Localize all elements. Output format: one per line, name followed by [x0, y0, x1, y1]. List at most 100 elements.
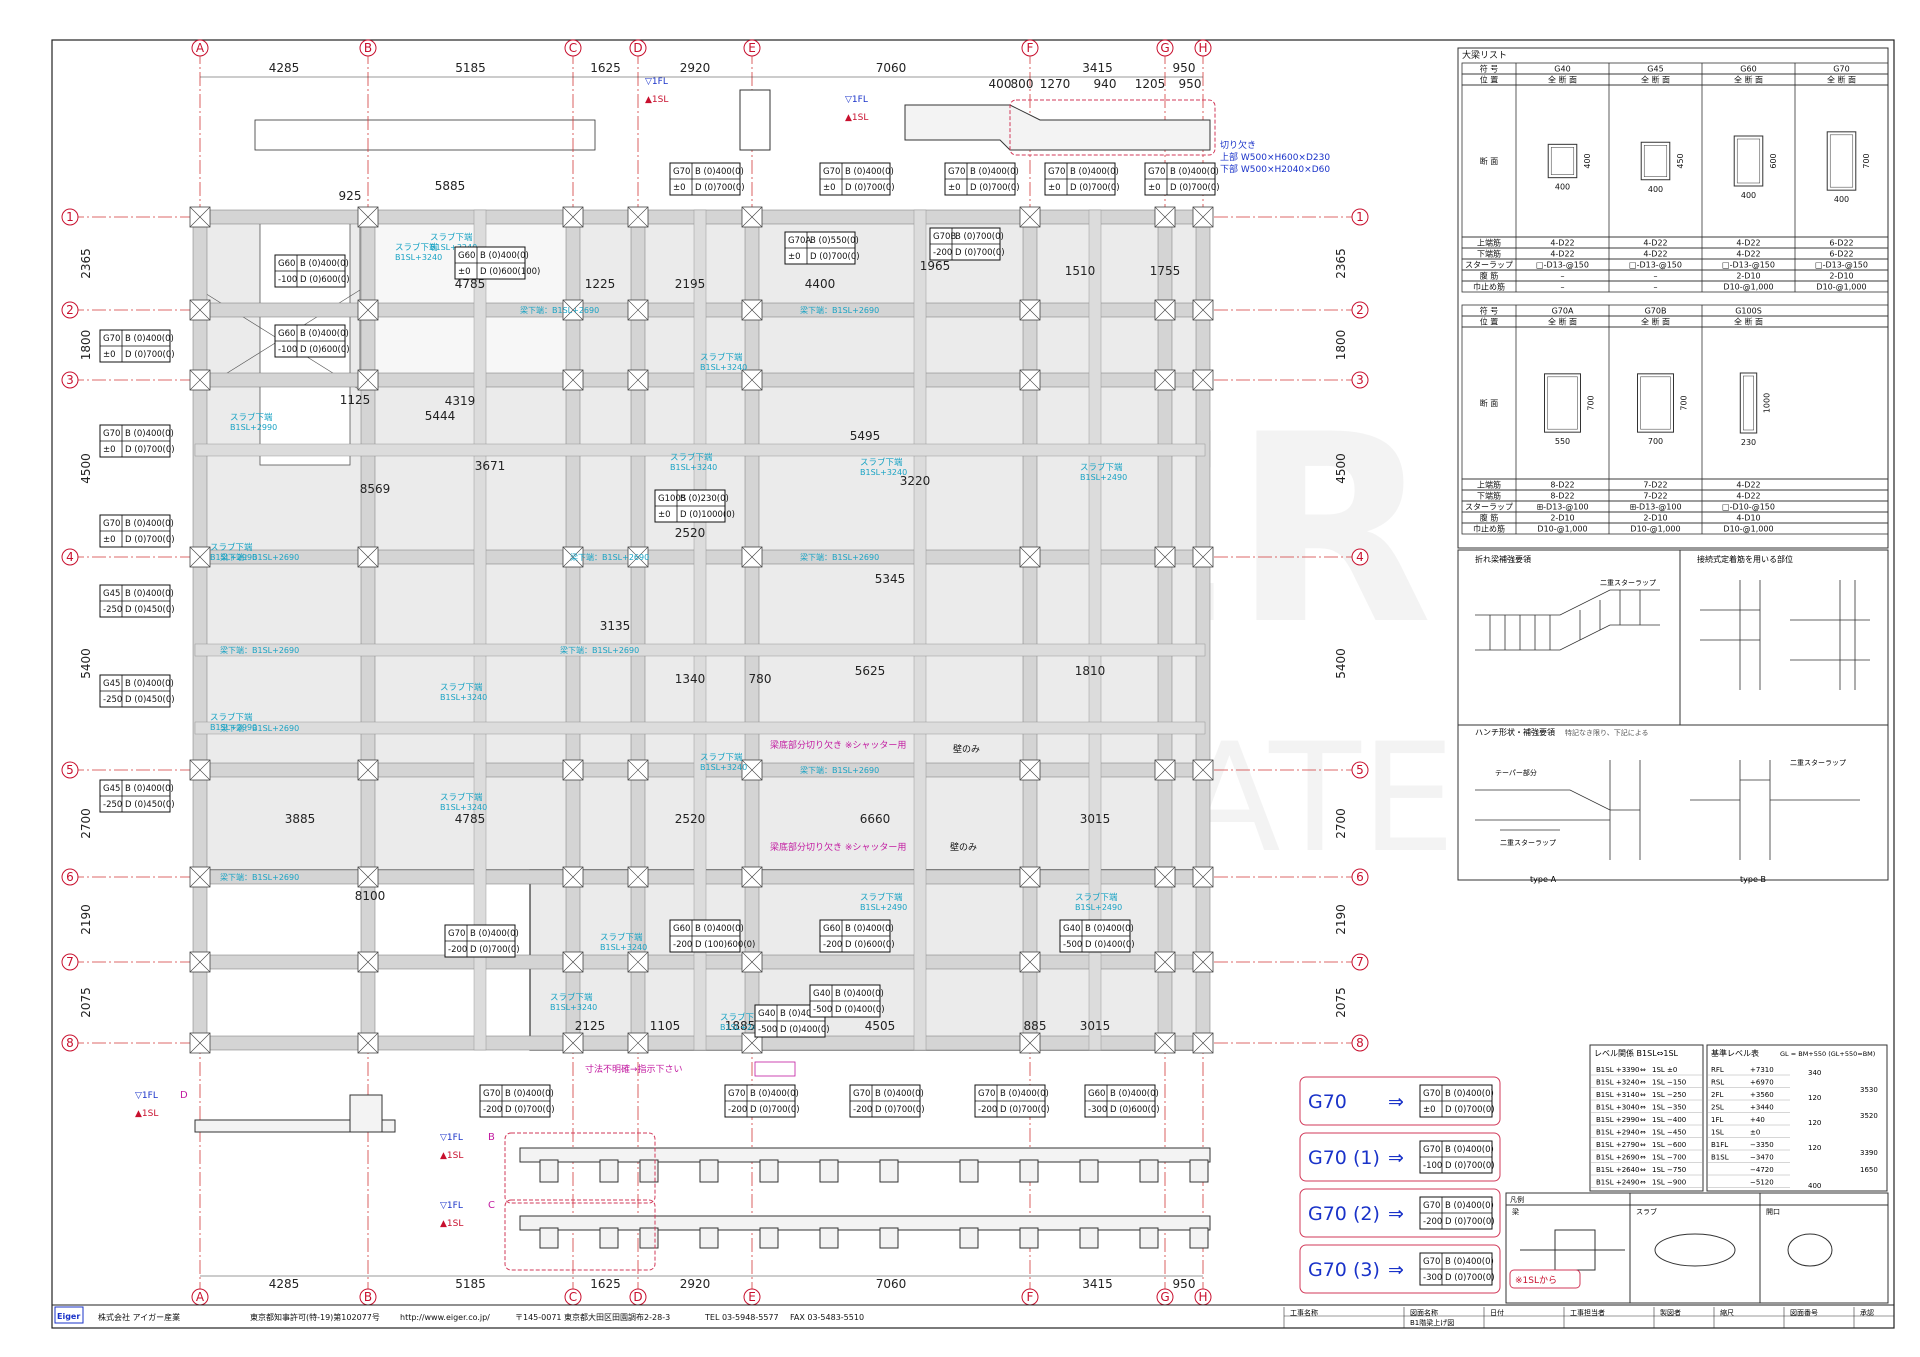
beam-section-width: 400: [1555, 183, 1570, 192]
beam-table-cell: 2-D10: [1643, 514, 1667, 523]
grid-dim-top: 1625: [590, 61, 621, 75]
title-block-field: 縮尺: [1720, 1308, 1734, 1317]
column-cross: [741, 866, 763, 888]
beam-callout-depth: D (0)450(0): [125, 800, 175, 810]
grid-dim-side: 4500: [79, 453, 93, 484]
beam-table-cell: G100S: [1735, 307, 1762, 316]
legend-col-opening: 開口: [1766, 1208, 1780, 1216]
column-cross: [562, 1032, 584, 1054]
plan-dim: 5495: [850, 429, 881, 443]
section-c-c: ▽1FL ▲1SL C: [440, 1199, 1211, 1271]
level-b1sl: B1SL +2690: [1596, 1154, 1640, 1162]
section-b-beam: [699, 1159, 719, 1183]
grid-bubble-row: [1351, 208, 1369, 226]
column-cross: [357, 546, 379, 568]
beam-table-cell: 4-D22: [1550, 239, 1574, 248]
level-1sl: 1SL −250: [1652, 1091, 1686, 1099]
slab-level: B1SL+2990: [210, 553, 257, 562]
beam-table-cell: 4-D22: [1550, 250, 1574, 259]
dimension-missing-note: 寸法不明確→指示下さい: [585, 1063, 683, 1075]
beam-table-cell: 4-D22: [1736, 481, 1760, 490]
level-arrow: ⇔: [1640, 1141, 1646, 1149]
beam-table-row-label: 位 置: [1480, 75, 1499, 85]
beam-section-height: 450: [1676, 153, 1685, 168]
ref-level-name: 2SL: [1711, 1104, 1724, 1112]
beam-legend: G70⇒G70±0B (0)400(0)D (0)700(0)G70 (1)⇒G…: [1299, 1076, 1501, 1294]
beam-callout-name: G70: [673, 167, 690, 177]
wall-only-note: 壁のみ: [953, 743, 980, 755]
section-d-label: D: [180, 1090, 188, 1101]
company-url: http://www.eiger.co.jp/: [400, 1313, 490, 1322]
section-d-slab: [194, 1119, 396, 1133]
beam-callouts: G70±0B (0)400(0)D (0)700(0)G70±0B (0)400…: [99, 162, 1220, 1118]
plan-dim: 925: [339, 189, 362, 203]
column-cross: [189, 206, 211, 228]
beam-callout-depth: D (0)600(100): [480, 267, 540, 277]
beam-table-cell: –: [1654, 283, 1658, 292]
beam-callout-depth: D (0)450(0): [125, 605, 175, 615]
level-side-dim: 400: [1808, 1182, 1821, 1190]
beam-callout-depth: D (0)700(0): [695, 183, 745, 193]
beam-bottom-note: 梁下端：B1SL+2690: [570, 552, 649, 562]
column-cross: [1154, 206, 1176, 228]
column-cross: [1019, 1032, 1041, 1054]
beam-callout-g60-mid: G60±0B (0)400(0)D (0)600(100): [454, 246, 540, 280]
beam-section-height: 400: [1583, 153, 1592, 168]
beam-callout-depth: D (0)700(0): [1070, 183, 1120, 193]
column-cross: [357, 951, 379, 973]
beam-callout-level: -100: [278, 345, 297, 355]
column-cross: [627, 369, 649, 391]
ref-level-name: RSL: [1711, 1079, 1724, 1087]
special-stirrup-title: 接続式定着筋を用いる部位: [1697, 554, 1793, 564]
legend-item-label: G70: [1308, 1091, 1347, 1113]
level-side-dim: 3390: [1860, 1149, 1878, 1157]
level-mark-1sl-d: ▲1SL: [135, 1109, 158, 1119]
beam-table-row: [1461, 522, 1889, 535]
grid-label-col: G: [1160, 41, 1169, 55]
section-c-beams: [539, 1227, 1209, 1249]
plan-dim: 4785: [455, 812, 486, 826]
title-block-field: 製図者: [1660, 1308, 1681, 1317]
slab-level: B1SL+3240: [395, 253, 442, 262]
grid-label-col: C: [569, 41, 577, 55]
grid-label-row: 5: [1356, 763, 1364, 777]
grid-label-col: F: [1027, 41, 1034, 55]
beam-table-row-label: スターラップ: [1465, 503, 1513, 512]
section-b-label: B: [488, 1132, 495, 1143]
legend-item-arrow: ⇒: [1388, 1259, 1404, 1281]
bent-beam-sketch: [1475, 589, 1660, 651]
beam-callout-name: G70A: [788, 236, 811, 246]
beam-table-cell: D10-@1,000: [1723, 525, 1773, 534]
grid-bubble-row: [1351, 301, 1369, 319]
column-cross: [627, 546, 649, 568]
beam-callout-g70-left-3: G70±0B (0)400(0)D (0)700(0): [99, 514, 175, 548]
column-cross: [1192, 299, 1214, 321]
section-aa-dim: 800: [1011, 77, 1034, 91]
beam-callout-width: B (0)700(0): [955, 232, 1004, 242]
column-cross: [357, 369, 379, 391]
grid-bubble-col: [191, 39, 209, 57]
shutter-note: 梁底部分切り欠き ※シャッター用: [770, 739, 906, 751]
beam-callout-width: B (0)400(0): [300, 259, 349, 269]
column-cross: [1154, 866, 1176, 888]
beam-callout-width: B (0)400(0): [125, 429, 174, 439]
section-c-beam: [1079, 1227, 1099, 1249]
slab-level: B1SL+2990: [230, 423, 277, 432]
grid-dim-side: 5400: [1334, 648, 1348, 679]
notch-note-title: 切り欠き: [1220, 139, 1256, 151]
level-mark-1sl: ▲1SL: [645, 95, 668, 105]
beam-table-cell: 2-D10: [1736, 272, 1760, 281]
section-b-beam: [879, 1159, 899, 1183]
slab-note: スラブ下端: [860, 892, 903, 903]
ref-level-value: +3560: [1750, 1091, 1774, 1099]
level-arrow: ⇔: [1640, 1179, 1646, 1187]
column-cross: [562, 951, 584, 973]
column-cross: [562, 369, 584, 391]
beam-callout-depth: D (0)1000(0): [680, 510, 735, 520]
gl-note: GL = BM+550 (GL+550=BM): [1780, 1050, 1875, 1058]
beam-callout-level: -500: [758, 1025, 777, 1035]
